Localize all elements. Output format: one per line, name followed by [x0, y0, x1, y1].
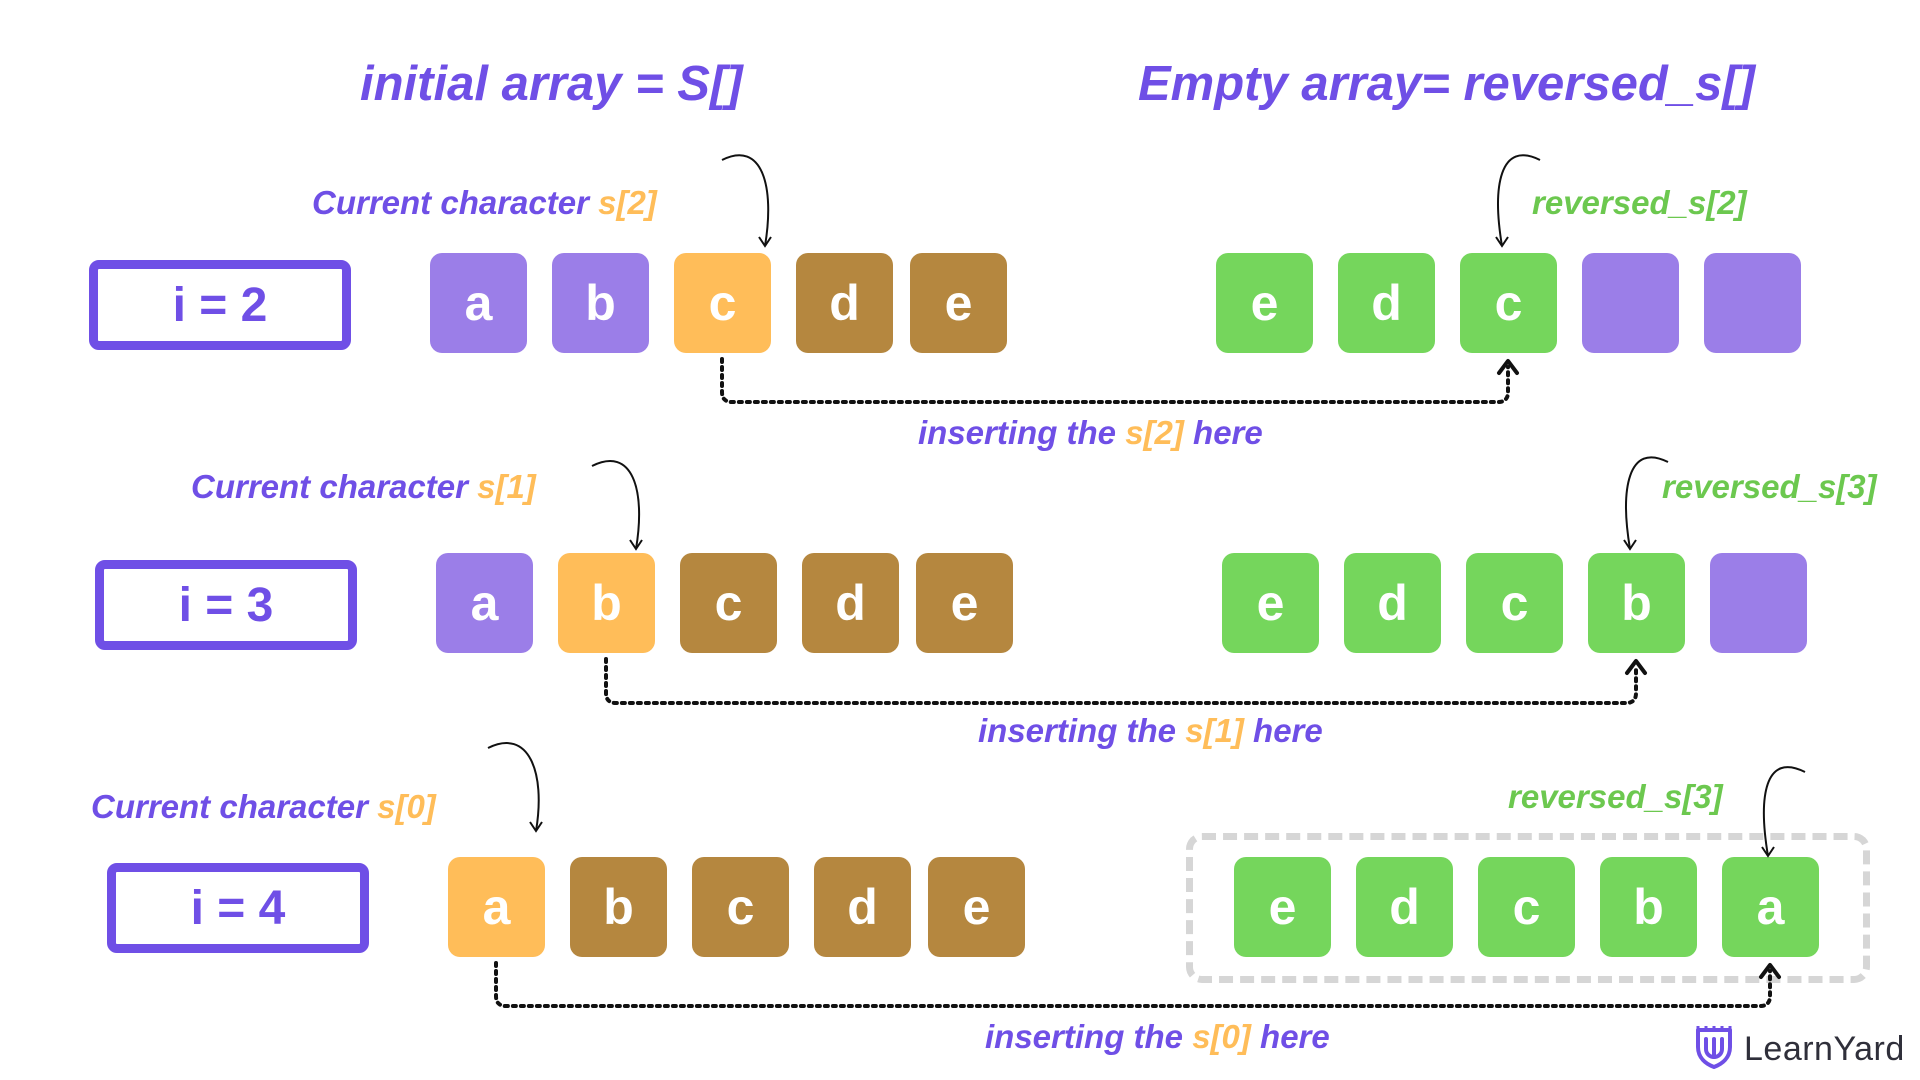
- insertion-dotted-connector: [720, 357, 1510, 404]
- current-character-pointer-arrowhead: [629, 539, 643, 551]
- insertion-caption-index: s[2]: [1125, 414, 1184, 451]
- reversed-array-cell: b: [1600, 857, 1697, 957]
- current-character-pointer-arrowhead: [758, 236, 772, 248]
- reversed-array-cell: e: [1216, 253, 1313, 353]
- source-array-cell: a: [436, 553, 533, 653]
- insertion-caption-index: s[0]: [1192, 1018, 1251, 1055]
- source-array-cell: d: [796, 253, 893, 353]
- reversed-array-cell: c: [1478, 857, 1575, 957]
- insertion-caption: inserting the s[0] here: [985, 1020, 1330, 1053]
- source-array-cell: c: [692, 857, 789, 957]
- reversed-array-cell: e: [1234, 857, 1331, 957]
- reversed-array-cell: c: [1460, 253, 1557, 353]
- insertion-caption-prefix: inserting the: [985, 1018, 1193, 1055]
- iteration-index-box: i = 3: [95, 560, 357, 650]
- insertion-caption: inserting the s[2] here: [918, 416, 1263, 449]
- learnyard-shield-icon: [1694, 1025, 1734, 1074]
- insertion-arrowhead: [1497, 359, 1519, 375]
- initial-array-header: initial array = S[]: [360, 57, 743, 111]
- iteration-index-box: i = 2: [89, 260, 351, 350]
- source-array-cell: e: [928, 857, 1025, 957]
- reversed-array-cell: [1710, 553, 1807, 653]
- insertion-caption-prefix: inserting the: [978, 712, 1186, 749]
- current-character-label: Current character s[2]: [312, 186, 657, 219]
- source-array-cell: c: [680, 553, 777, 653]
- insertion-caption-suffix: here: [1183, 414, 1263, 451]
- source-array-cell: b: [570, 857, 667, 957]
- current-character-pointer-arrow: [487, 742, 540, 832]
- current-character-pointer-arrowhead: [529, 821, 543, 833]
- iteration-index-box: i = 4: [107, 863, 369, 953]
- reversed-array-cell: [1582, 253, 1679, 353]
- reversed-index-label: reversed_s[3]: [1508, 778, 1723, 815]
- current-character-index: s[1]: [477, 468, 536, 505]
- source-array-cell: d: [802, 553, 899, 653]
- source-array-cell: c: [674, 253, 771, 353]
- reversed-array-cell: d: [1338, 253, 1435, 353]
- reversed-array-cell: e: [1222, 553, 1319, 653]
- reversed-array-cell: b: [1588, 553, 1685, 653]
- insertion-caption-prefix: inserting the: [918, 414, 1126, 451]
- source-array-cell: b: [558, 553, 655, 653]
- insertion-caption-index: s[1]: [1185, 712, 1244, 749]
- empty-array-header: Empty array= reversed_s[]: [1138, 57, 1755, 111]
- current-character-label: Current character s[1]: [191, 470, 536, 503]
- current-character-pointer-arrow: [721, 154, 770, 247]
- reversed-array-cell: a: [1722, 857, 1819, 957]
- insertion-arrowhead: [1625, 659, 1647, 675]
- insertion-caption-suffix: here: [1243, 712, 1323, 749]
- source-array-cell: a: [430, 253, 527, 353]
- reversed-slot-pointer-arrowhead: [1495, 236, 1509, 248]
- current-character-index: s[0]: [377, 788, 436, 825]
- brand-name: LearnYard: [1744, 1029, 1905, 1068]
- source-array-cell: b: [552, 253, 649, 353]
- source-array-cell: a: [448, 857, 545, 957]
- source-array-cell: e: [910, 253, 1007, 353]
- insertion-caption-suffix: here: [1250, 1018, 1330, 1055]
- reversed-array-cell: d: [1356, 857, 1453, 957]
- current-character-prefix: Current character: [312, 184, 599, 221]
- source-array-cell: d: [814, 857, 911, 957]
- current-character-prefix: Current character: [91, 788, 378, 825]
- current-character-label: Current character s[0]: [91, 790, 436, 823]
- current-character-index: s[2]: [598, 184, 657, 221]
- reversed-slot-pointer-arrowhead: [1623, 539, 1637, 551]
- reversed-index-label: reversed_s[3]: [1662, 468, 1877, 505]
- reversed-array-cell: c: [1466, 553, 1563, 653]
- reversed-array-cell: d: [1344, 553, 1441, 653]
- insertion-caption: inserting the s[1] here: [978, 714, 1323, 747]
- insertion-dotted-connector: [604, 657, 1638, 705]
- current-character-prefix: Current character: [191, 468, 478, 505]
- current-character-pointer-arrow: [591, 460, 641, 550]
- brand-logo: LearnYard: [1694, 1025, 1905, 1074]
- reversed-array-cell: [1704, 253, 1801, 353]
- reversed-index-label: reversed_s[2]: [1532, 184, 1747, 221]
- source-array-cell: e: [916, 553, 1013, 653]
